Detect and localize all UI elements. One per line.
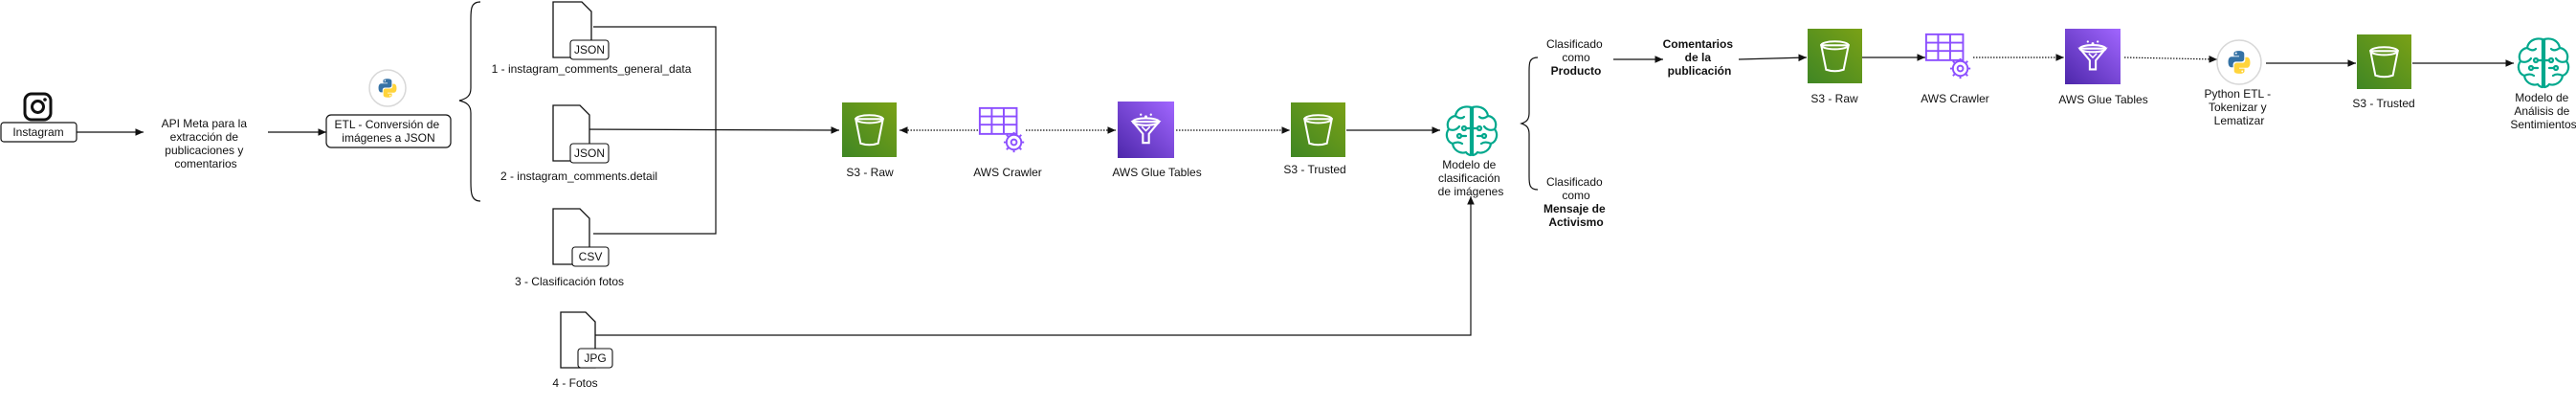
- doc-tag: [569, 143, 610, 164]
- aws-crawler-label: AWS Crawler: [973, 166, 1042, 179]
- s3-raw-node[interactable]: S3 - Raw: [842, 102, 897, 179]
- doc-json-detail[interactable]: JSON 2 - instagram_comments.detail: [500, 104, 657, 183]
- s3-bucket-icon: [1291, 102, 1345, 157]
- doc-tag-label: JSON: [574, 43, 605, 57]
- s3-bucket-icon: [1808, 29, 1862, 83]
- doc-tag: [577, 348, 613, 369]
- s3-raw-node-2[interactable]: S3 - Raw: [1808, 29, 1862, 105]
- edge-glue-python: [2123, 55, 2218, 63]
- doc-tag-label: JPG: [584, 351, 606, 365]
- edge-comentarios-s3raw: [1738, 54, 1808, 62]
- sentiment-model-node[interactable]: Modelo de Análisis de Sentimientos: [2510, 37, 2576, 131]
- aws-crawler-icon: [978, 106, 1026, 154]
- python-etl-label: Python ETL - Tokenizar y Lematizar: [2205, 87, 2275, 127]
- aws-crawler-node-2[interactable]: AWS Crawler: [1921, 33, 1989, 105]
- instagram-label: Instagram: [12, 125, 63, 139]
- aws-crawler-node[interactable]: AWS Crawler: [973, 106, 1042, 179]
- classified-product-label: Clasificado como: [1546, 37, 1606, 64]
- post-comments-label: Comentarios de la publicación: [1663, 37, 1737, 78]
- edges: [77, 1, 2514, 336]
- brace-sources: [458, 1, 481, 202]
- aws-glue-icon: [1118, 102, 1174, 158]
- instagram-node[interactable]: Instagram: [0, 92, 78, 143]
- aws-glue-label: AWS Glue Tables: [2058, 93, 2147, 106]
- s3-trusted-label: S3 - Trusted: [1283, 163, 1345, 176]
- classified-activism-node[interactable]: Clasificado como Mensaje de Activismo: [1543, 175, 1609, 229]
- post-comments-node[interactable]: Comentarios de la publicación: [1663, 37, 1737, 78]
- aws-crawler-icon: [1924, 33, 1972, 80]
- python-etl-node[interactable]: Python ETL - Tokenizar y Lematizar: [2205, 39, 2275, 127]
- doc-tag-label: CSV: [579, 250, 603, 263]
- python-icon: [2216, 39, 2262, 85]
- doc-label: 3 - Clasificación fotos: [515, 275, 624, 288]
- doc-tag: [571, 246, 610, 267]
- classified-product-node[interactable]: Clasificado como Producto: [1546, 37, 1606, 78]
- doc-label: 4 - Fotos: [552, 376, 597, 390]
- sentiment-model-label: Modelo de Análisis de Sentimientos: [2510, 91, 2576, 131]
- brace-classification: [1520, 57, 1539, 191]
- doc-csv-clasificacion[interactable]: CSV 3 - Clasificación fotos: [515, 208, 624, 288]
- doc-tag: [569, 39, 610, 60]
- brain-icon: [2517, 37, 2570, 89]
- api-meta-label: API Meta para la extracción de publicaci…: [162, 117, 251, 170]
- s3-bucket-icon: [2357, 34, 2411, 89]
- doc-tag-label: JSON: [574, 147, 605, 160]
- aws-crawler-label: AWS Crawler: [1921, 92, 1989, 105]
- doc-label: 2 - instagram_comments.detail: [500, 170, 657, 183]
- doc-label: 1 - instagram_comments_general_data: [492, 62, 692, 76]
- python-icon: [368, 69, 407, 107]
- edge-photos-model: [591, 196, 1475, 336]
- s3-raw-label: S3 - Raw: [1810, 92, 1858, 105]
- s3-bucket-icon: [842, 102, 897, 157]
- s3-trusted-label: S3 - Trusted: [2352, 97, 2414, 110]
- doc-json-general[interactable]: JSON 1 - instagram_comments_general_data: [492, 1, 692, 76]
- aws-glue-node-2[interactable]: AWS Glue Tables: [2058, 29, 2148, 106]
- edge-doc2-s3raw: [571, 126, 840, 134]
- edge-doc3: [593, 130, 717, 235]
- classified-product-value: Producto: [1551, 64, 1602, 78]
- etl-label: ETL - Conversión de imágenes a JSON: [335, 118, 443, 145]
- image-classification-model-node[interactable]: Modelo de clasificación de imágenes: [1438, 105, 1504, 198]
- classified-activism-label: Clasificado como: [1546, 175, 1606, 202]
- classified-activism-value: Mensaje de Activismo: [1543, 202, 1609, 229]
- s3-trusted-node-2[interactable]: S3 - Trusted: [2352, 34, 2415, 110]
- instagram-icon: [23, 92, 53, 122]
- edge-doc1: [593, 26, 717, 130]
- etl-json-node[interactable]: ETL - Conversión de imágenes a JSON: [325, 69, 452, 148]
- aws-glue-label: AWS Glue Tables: [1112, 166, 1201, 179]
- aws-glue-node[interactable]: AWS Glue Tables: [1112, 102, 1202, 179]
- instagram-box: [0, 122, 78, 143]
- doc-jpg-fotos[interactable]: JPG 4 - Fotos: [552, 311, 613, 390]
- s3-raw-label: S3 - Raw: [846, 166, 894, 179]
- aws-glue-icon: [2065, 29, 2121, 84]
- image-model-label: Modelo de clasificación de imágenes: [1438, 158, 1504, 198]
- brain-icon: [1445, 105, 1499, 157]
- s3-trusted-node[interactable]: S3 - Trusted: [1283, 102, 1346, 176]
- etl-box: [325, 114, 452, 148]
- api-meta-node[interactable]: API Meta para la extracción de publicaci…: [162, 117, 251, 170]
